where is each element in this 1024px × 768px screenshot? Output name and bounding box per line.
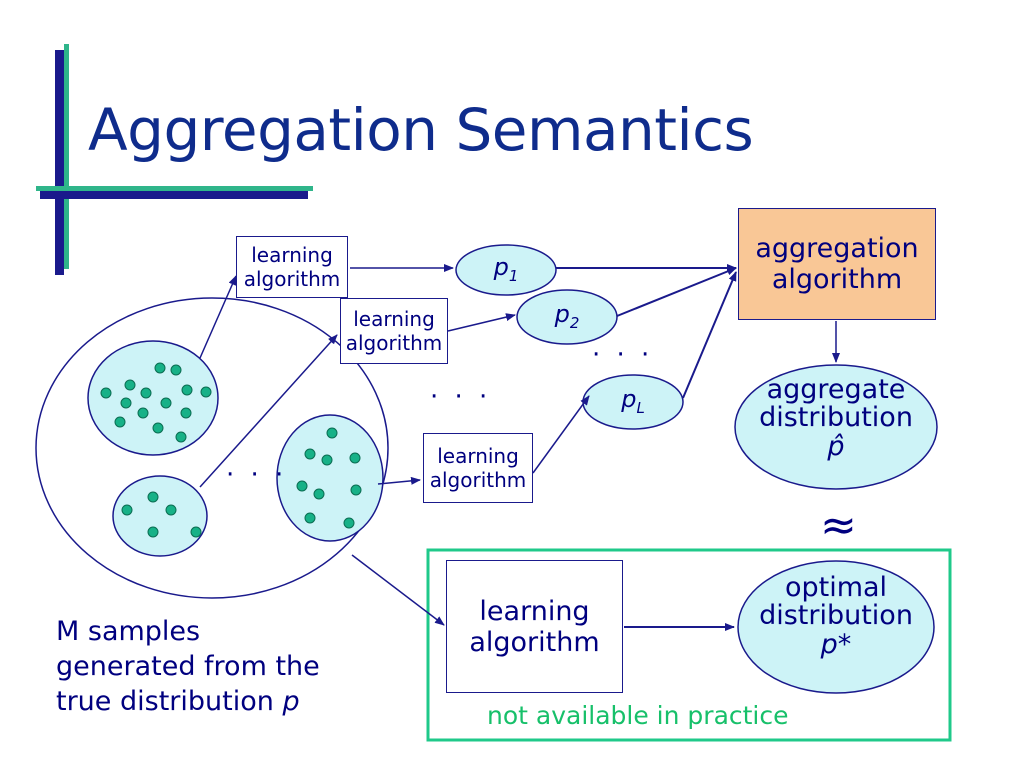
model-label-p1-sub: 1	[508, 266, 519, 285]
model-label-p2-base: p	[554, 300, 570, 328]
model-label-pL-sub: L	[636, 398, 645, 417]
learning-box-3-line1: learning	[437, 444, 519, 468]
not-available-frame	[426, 548, 952, 742]
aggregate-ellipse	[734, 364, 938, 490]
optimal-learning-box: learning algorithm	[446, 560, 623, 693]
model-label-p1-base: p	[493, 253, 509, 281]
caption-line3-prefix: true distribution	[56, 686, 283, 718]
model-label-pL-base: p	[621, 385, 637, 413]
aggregate-label: aggregate distribution p̂	[740, 374, 932, 462]
sample-dots	[100, 362, 362, 538]
aggregate-line1: aggregate	[766, 374, 906, 405]
learning-box-1-line1: learning	[251, 243, 333, 267]
model-label-p2: p2	[537, 300, 597, 332]
learning-box-2-line1: learning	[353, 307, 435, 331]
learning-box-2: learning algorithm	[340, 298, 448, 364]
aggregation-box: aggregation algorithm	[738, 208, 936, 320]
model-ellipse-p1	[455, 244, 557, 296]
aggregation-line1: aggregation	[755, 233, 919, 264]
caption-line3: true distribution p	[56, 684, 320, 719]
learning-box-3-line2: algorithm	[429, 468, 527, 492]
optimal-learning-line2: algorithm	[469, 626, 600, 658]
caption-line3-var: p	[282, 686, 300, 718]
accent-bar-horizontal-teal	[36, 186, 313, 191]
optimal-symbol: p*	[820, 628, 852, 660]
optimal-line1: optimal	[784, 572, 888, 603]
arrows	[199, 264, 840, 631]
optimal-learning-line1: learning	[479, 595, 590, 627]
aggregate-symbol: p̂	[827, 430, 845, 462]
optimal-line2: distribution	[759, 600, 913, 632]
aggregate-line2: distribution	[759, 402, 913, 434]
caption-line2: generated from the	[56, 651, 320, 683]
aggregation-line2: algorithm	[771, 264, 903, 295]
ellipsis-samples: · · ·	[226, 460, 288, 490]
ellipsis-learners: · · ·	[430, 382, 492, 412]
accent-bar-vertical-navy	[55, 50, 64, 275]
accent-bar-horizontal-navy	[40, 191, 308, 199]
population-ellipse	[35, 297, 389, 599]
model-label-pL: pL	[603, 385, 663, 417]
model-label-p1: p1	[476, 253, 536, 285]
sample-cluster-2	[112, 475, 208, 557]
learning-box-2-line2: algorithm	[345, 331, 443, 355]
ellipsis-models: · · ·	[592, 340, 654, 370]
optimal-label: optimal distribution p*	[740, 572, 932, 660]
learning-box-1: learning algorithm	[236, 236, 348, 298]
learning-box-3: learning algorithm	[423, 433, 533, 503]
optimal-ellipse	[737, 560, 935, 694]
approx-symbol: ≈	[820, 500, 857, 551]
model-label-p2-sub: 2	[569, 313, 580, 332]
model-ellipse-p2	[516, 289, 618, 345]
accent-bar-vertical-teal	[64, 44, 69, 269]
caption-line1: M samples	[56, 616, 201, 647]
not-available-label: not available in practice	[487, 701, 789, 730]
learning-box-1-line2: algorithm	[243, 267, 341, 291]
sample-cluster-3	[276, 414, 384, 542]
page-title: Aggregation Semantics	[88, 96, 754, 164]
samples-caption: M samples generated from the true distri…	[56, 614, 320, 719]
